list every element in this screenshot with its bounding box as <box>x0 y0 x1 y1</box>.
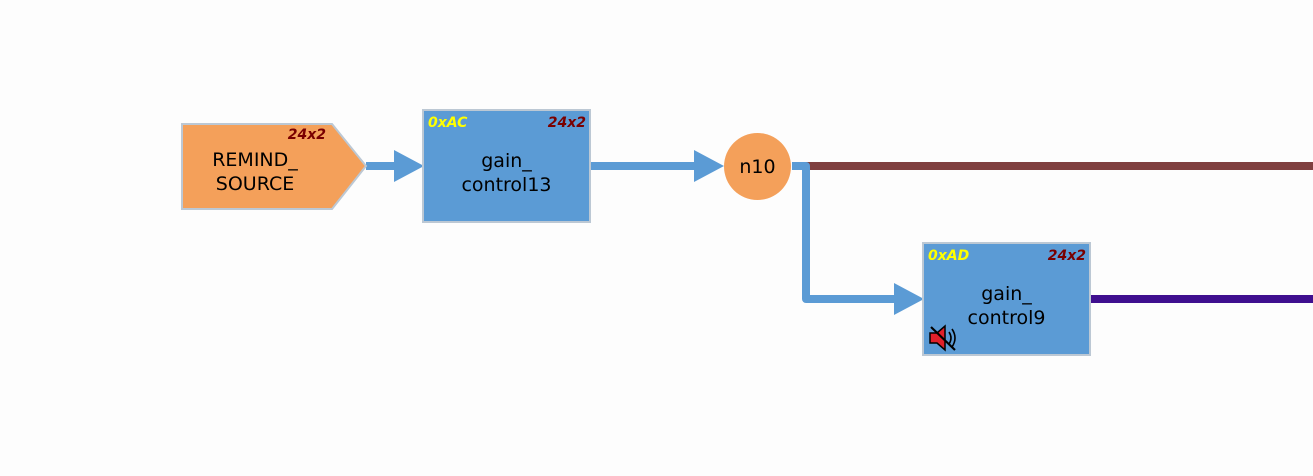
source-dims: 24x2 <box>287 127 326 143</box>
gain-control13-block[interactable]: 0xAC 24x2 gain_ control13 <box>422 109 591 223</box>
gain-control9-label-line2: control9 <box>967 307 1046 329</box>
n10-node[interactable]: n10 <box>724 133 791 200</box>
arrowhead-n10-input <box>694 150 724 182</box>
source-shape[interactable] <box>181 123 368 210</box>
arrowhead-gain9-input <box>894 283 924 315</box>
gain-control9-label: gain_ control9 <box>924 282 1089 330</box>
n10-label: n10 <box>739 155 776 178</box>
wire-n10-to-gain9[interactable] <box>792 162 900 303</box>
gain-control13-label: gain_ control13 <box>424 149 589 197</box>
source-label-line2: SOURCE <box>215 173 295 195</box>
source-block[interactable]: 24x2 REMIND_ SOURCE <box>182 124 366 209</box>
gain-control13-label-line1: gain_ <box>481 150 532 172</box>
gain-control13-address: 0xAC <box>428 115 468 131</box>
gain-control9-block[interactable]: 0xAD 24x2 gain_ control9 <box>922 242 1091 356</box>
gain-control9-label-line1: gain_ <box>981 283 1032 305</box>
arrowhead-gain13-input <box>394 150 424 182</box>
gain-control9-address: 0xAD <box>928 248 970 264</box>
gain-control13-dims: 24x2 <box>547 115 586 131</box>
muted-speaker-icon[interactable] <box>927 323 961 353</box>
source-label: REMIND_ SOURCE <box>200 148 310 196</box>
gain-control13-label-line2: control13 <box>461 174 552 196</box>
gain-control9-dims: 24x2 <box>1047 248 1086 264</box>
source-label-line1: REMIND_ <box>212 149 298 171</box>
